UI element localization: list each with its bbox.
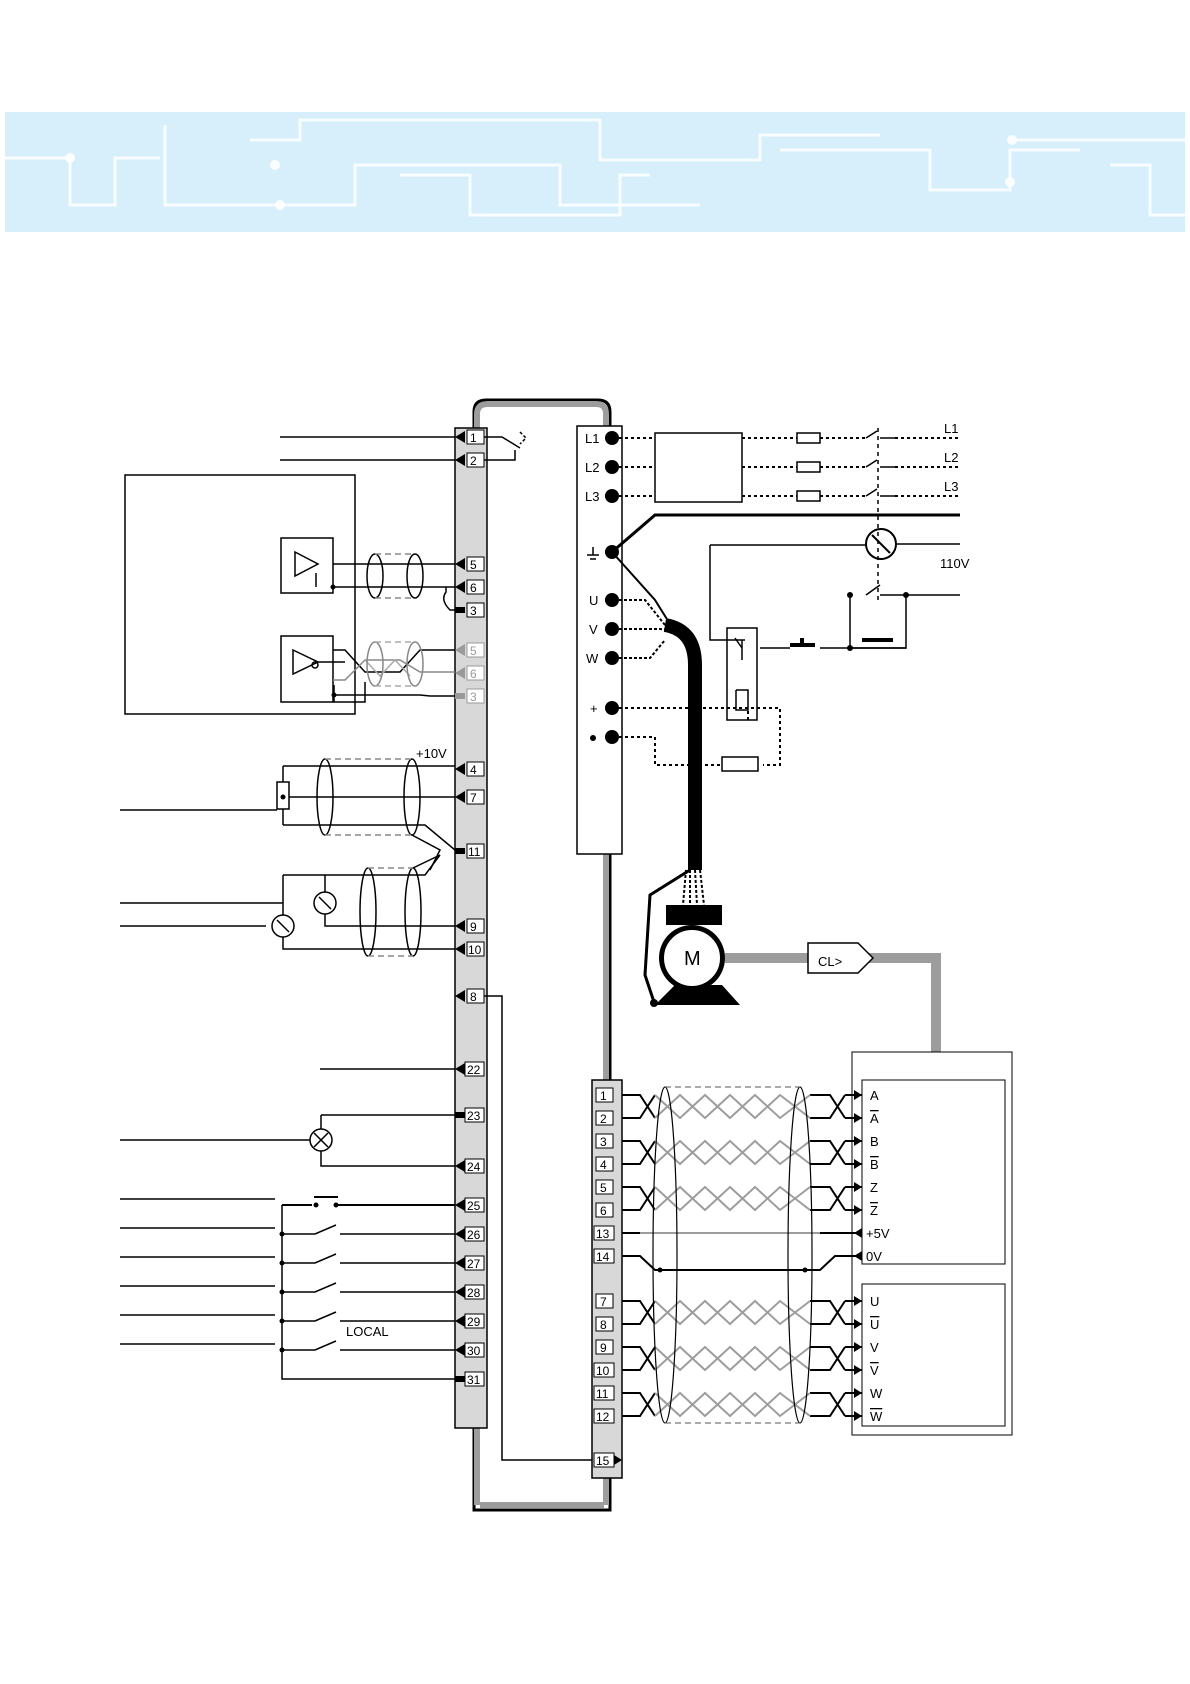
ref-voltage-label: +10V [416,746,447,761]
terminal-label: 3 [470,604,477,618]
enc-term-14: 14 [594,1249,614,1264]
enc-term-13: 13 [594,1226,614,1241]
power-terminal-label: V [589,622,598,637]
terminal-label: 29 [467,1315,481,1329]
terminal-label: 11 [596,1387,609,1401]
enc-term-5: 5 [596,1180,613,1195]
terminal-label: 8 [600,1318,607,1332]
phase-label: L2 [944,450,958,465]
enc-term-8: 8 [596,1317,613,1332]
motor-label: M [684,948,701,970]
enc-term-3: 3 [596,1134,613,1149]
switch-junctions [280,585,339,1353]
terminal-label: 8 [470,990,477,1004]
terminal-label: 10 [468,943,482,957]
terminal-label: 2 [600,1112,607,1126]
feedback-label: CL> [818,954,842,969]
enc-term-10: 10 [594,1363,614,1378]
signal-label: U [870,1294,879,1309]
signal-label: V [870,1340,879,1355]
terminal-label: 12 [596,1410,610,1424]
terminal-label: 14 [596,1250,610,1264]
terminal-label: 7 [600,1295,607,1309]
terminal-label: 23 [467,1109,481,1123]
enc-term-4: 4 [596,1157,613,1172]
terminal-label: 1 [470,431,477,445]
supply-wiring [612,428,960,771]
phase-label: L3 [944,479,958,494]
terminal-label: 7 [470,791,477,805]
terminal-label: 6 [470,667,477,681]
terminal-label: 30 [467,1344,481,1358]
terminal-label: 11 [468,845,481,859]
terminal-label: 25 [467,1199,481,1213]
terminal-label: 13 [596,1227,610,1241]
terminal-label: 3 [600,1135,607,1149]
terminal-label: 27 [467,1257,481,1271]
signal-label: Z [870,1203,878,1218]
terminal-label: 31 [467,1373,481,1387]
enc-term-9: 9 [596,1340,613,1355]
power-terminal-label: + [590,701,598,716]
terminal-label: 5 [470,644,477,658]
signal-label: A [870,1111,879,1126]
signal-label: A [870,1088,879,1103]
control-wiring [120,437,595,1460]
enc-term-2: 2 [596,1111,613,1126]
phase-label: L1 [944,421,958,436]
power-terminal-label: L2 [585,460,599,475]
power-terminal-label: W [586,651,599,666]
terminal-label: 10 [596,1364,610,1378]
terminal-label: 1 [600,1089,607,1103]
terminal-label: 5 [600,1181,607,1195]
feedback-link: CL> [725,943,936,1052]
signal-label: V [870,1363,879,1378]
encoder-cable [622,1087,862,1423]
terminal-label: 9 [600,1341,607,1355]
signal-label: B [870,1157,879,1172]
supply-junctions [847,592,909,651]
terminal-label: 28 [467,1286,481,1300]
relay-contact [484,432,526,460]
enc-term-1: 1 [596,1088,613,1103]
terminal-label: 3 [470,690,477,704]
terminal-label: 24 [467,1160,481,1174]
terminal-label: 5 [470,558,477,572]
power-terminal-label: L3 [585,489,599,504]
signal-label: 0V [866,1249,882,1264]
signal-label: W [870,1409,883,1424]
terminal-label: 9 [470,920,477,934]
enc-term-12: 12 [594,1409,614,1424]
enc-term-11: 11 [594,1386,614,1401]
signal-label: U [870,1317,879,1332]
enc-term-6: 6 [596,1203,613,1218]
terminal-label: 15 [596,1454,610,1468]
terminal-label: 4 [600,1158,607,1172]
signal-label: Z [870,1180,878,1195]
enc-term-7: 7 [596,1294,613,1309]
terminal-label: 4 [470,763,477,777]
terminal-label: 22 [467,1063,481,1077]
power-terminal-label: L1 [585,431,599,446]
terminal-label: 26 [467,1228,481,1242]
power-terminal-label: U [589,593,598,608]
signal-label: B [870,1134,879,1149]
terminal-label: 6 [600,1204,607,1218]
terminal-label: 2 [470,454,477,468]
signal-label: W [870,1386,883,1401]
terminal-label: 6 [470,581,477,595]
signal-label: +5V [866,1226,890,1241]
local-label-fragment: LOCAL [346,1324,389,1339]
aux-voltage-label: 110V [940,556,970,571]
